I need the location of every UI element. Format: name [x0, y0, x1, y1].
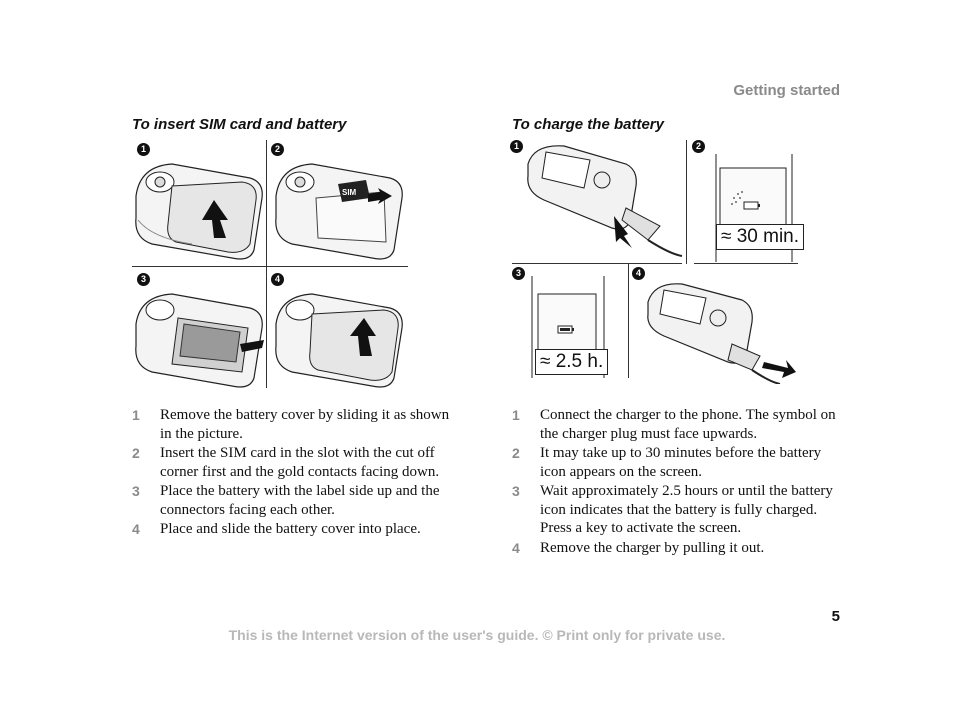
remove-cover-illustration	[135, 163, 263, 260]
right-grid-bottom-vertical-divider	[628, 264, 629, 378]
charge-time-30min-callout: ≈ 30 min.	[716, 224, 805, 250]
right-grid-top-vertical-divider	[686, 140, 687, 264]
charge-battery-title: To charge the battery	[512, 116, 664, 133]
insert-sim-illustration: SIM	[275, 163, 403, 260]
sim-card-label: SIM	[342, 188, 357, 197]
step-badge-4: 4	[271, 273, 284, 286]
footer-notice: This is the Internet version of the user…	[228, 627, 726, 643]
connect-charger-illustration	[527, 145, 683, 257]
charge-step-badge-1: 1	[510, 140, 523, 153]
sim-battery-title: To insert SIM card and battery	[132, 116, 347, 133]
charge-step-badge-4: 4	[632, 267, 645, 280]
page-number: 5	[831, 608, 840, 625]
step-badge-3: 3	[137, 273, 150, 286]
right-grid-horizontal-divider-right	[694, 263, 798, 264]
step-badge-1: 1	[137, 143, 150, 156]
right-grid-horizontal-divider-left	[512, 263, 682, 264]
replace-cover-illustration	[275, 293, 403, 388]
step-badge-2: 2	[271, 143, 284, 156]
place-battery-illustration	[135, 293, 264, 388]
charge-step-badge-2: 2	[692, 140, 705, 153]
remove-charger-illustration	[647, 283, 796, 384]
left-grid-vertical-divider	[266, 140, 267, 388]
left-grid-horizontal-divider	[132, 266, 408, 267]
section-header: Getting started	[733, 82, 840, 99]
charge-step-badge-3: 3	[512, 267, 525, 280]
charge-time-2-5h-callout: ≈ 2.5 h.	[535, 349, 609, 375]
